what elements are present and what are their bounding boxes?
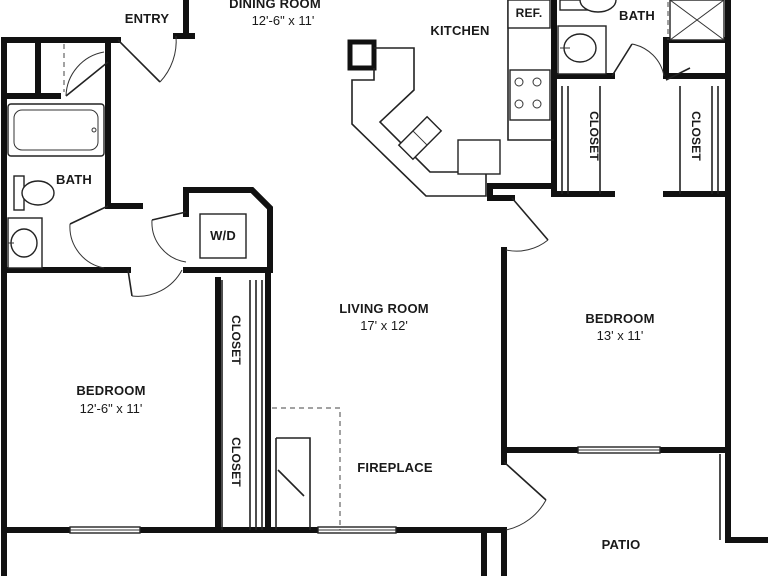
refrigerator-label: REF. [516,6,543,20]
entry-label: ENTRY [125,11,170,26]
closet-left-1-label: CLOSET [229,315,243,365]
detail-lines [63,44,721,540]
living-room-label: LIVING ROOM [339,301,429,316]
kitchen-label: KITCHEN [430,23,489,38]
bedroom-left-label: BEDROOM [76,383,145,398]
patio-label: PATIO [602,537,641,552]
living-room-size: 17' x 12' [360,318,408,333]
dining-room-size: 12'-6" x 11' [252,13,315,28]
bedroom-left-size: 12'-6" x 11' [80,401,143,416]
kitchen-counters [351,0,554,197]
closet-right-2-label: CLOSET [689,111,703,161]
dining-room-label: DINING ROOM [229,0,321,11]
bedroom-right-label: BEDROOM [585,311,654,326]
doors [65,35,691,531]
laundry-label: W/D [210,228,236,243]
fireplace-label: FIREPLACE [357,460,433,475]
bath-left-label: BATH [56,172,92,187]
washer-dryer [199,213,247,259]
bath-top-label: BATH [619,8,655,23]
room-labels: DINING ROOM 12'-6" x 11' ENTRY KITCHEN R… [56,0,703,552]
top-bath-fixtures [557,0,725,75]
closet-right-1-label: CLOSET [587,111,601,161]
bedroom-right-size: 13' x 11' [597,328,644,343]
closet-left-2-label: CLOSET [229,437,243,487]
left-bath-fixtures [7,103,105,269]
